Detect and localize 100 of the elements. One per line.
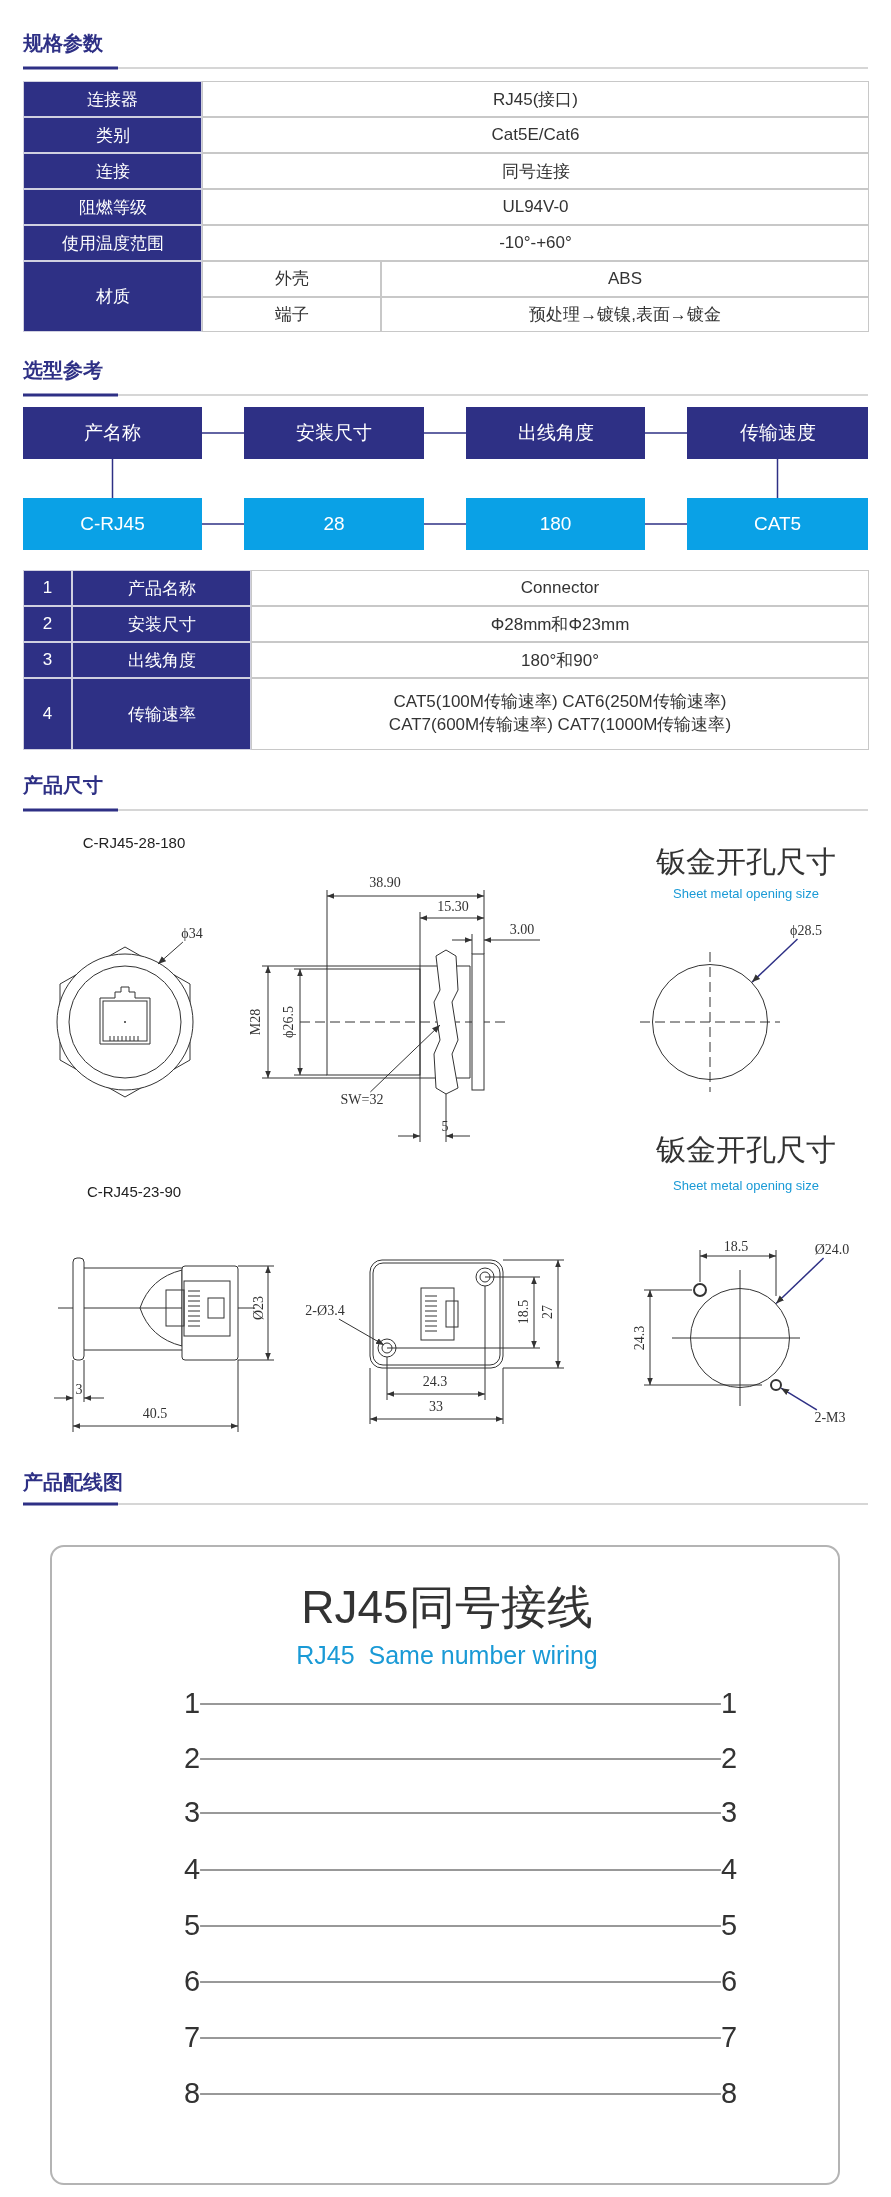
- dimension-text: 3: [75, 1381, 83, 1399]
- panel-subtitle: RJ45 Same number wiring: [296, 1640, 598, 1670]
- pin-number: 1: [183, 1687, 201, 1721]
- header-cell: 产品名称: [72, 570, 251, 606]
- pin-number: 8: [720, 2077, 738, 2111]
- leader-line: [369, 1024, 441, 1093]
- pin-number: 7: [720, 2021, 738, 2055]
- dimension-text: Ø23: [250, 1295, 267, 1321]
- table-cell: Cat5E/Cat6: [202, 117, 869, 153]
- table-cell: 端子: [202, 296, 381, 332]
- table-cell: ABS: [381, 261, 869, 297]
- pin-number: 4: [720, 1853, 738, 1887]
- code-box: C-RJ45: [23, 498, 202, 550]
- dimension-text: 24.3: [631, 1325, 648, 1351]
- connector-line: [776, 458, 779, 499]
- dimension-text: SW=32: [340, 1091, 384, 1109]
- category-box: 出线角度: [466, 407, 645, 459]
- pin-number: 7: [183, 2021, 201, 2055]
- pin-number: 2: [183, 1742, 201, 1776]
- leader-line: [157, 941, 184, 965]
- drawing-subtitle: Sheet metal opening size: [673, 886, 819, 902]
- dimension-text: 2-Ø3.4: [305, 1302, 345, 1320]
- section-heading: 选型参考: [23, 358, 103, 382]
- wire-line: [199, 2093, 722, 2095]
- wire-line: [199, 1869, 722, 1871]
- header-cell: 阻燃等级: [23, 189, 202, 225]
- table-cell: 外壳: [202, 261, 381, 297]
- header-cell: 类别: [23, 117, 202, 153]
- section-heading: 产品尺寸: [23, 773, 103, 797]
- category-box: 传输速度: [687, 407, 868, 459]
- dimension-text: 15.30: [437, 898, 469, 916]
- dimension-text: 33: [429, 1398, 443, 1416]
- wire-line: [199, 2037, 722, 2039]
- pin-number: 3: [183, 1796, 201, 1830]
- dimension-text: 27: [539, 1305, 556, 1319]
- wire-line: [199, 1925, 722, 1927]
- header-cell: 3: [23, 642, 72, 678]
- pin-number: 1: [720, 1687, 738, 1721]
- header-cell: 1: [23, 570, 72, 606]
- dimension-text: 5: [441, 1118, 449, 1136]
- pin-number: 4: [183, 1853, 201, 1887]
- table-cell: UL94V-0: [202, 189, 869, 225]
- pin-number: 6: [720, 1965, 738, 1999]
- dimension-text: 38.90: [369, 874, 401, 892]
- pin-number: 3: [720, 1796, 738, 1830]
- wire-line: [199, 1758, 722, 1760]
- wiring-panel: [50, 1545, 840, 2185]
- pin-number: 5: [720, 1909, 738, 1943]
- dimension-text: 18.5: [515, 1299, 532, 1325]
- pin-number: 5: [183, 1909, 201, 1943]
- connector-line: [423, 432, 467, 434]
- wire-line: [199, 1812, 722, 1814]
- code-box: 180: [466, 498, 645, 550]
- dimension-text: ϕ26.5: [280, 1006, 297, 1038]
- header-cell: 安装尺寸: [72, 606, 251, 642]
- connector-line: [423, 523, 467, 525]
- table-cell: -10°-+60°: [202, 225, 869, 261]
- connector-line: [644, 432, 688, 434]
- wire-line: [199, 1981, 722, 1983]
- dimension-text: 3.00: [509, 921, 535, 939]
- category-box: 安装尺寸: [244, 407, 424, 459]
- drawing-title: 钣金开孔尺寸: [656, 844, 836, 880]
- section-heading: 产品配线图: [23, 1470, 123, 1494]
- table-cell: 预处理→镀镍,表面→镀金: [381, 296, 869, 332]
- table-cell: CAT5(100M传输速率) CAT6(250M传输速率) CAT7(600M传输速率) CAT7(1000M传输速率): [251, 678, 869, 750]
- dimension-text: 18.5: [723, 1238, 749, 1256]
- connector-line: [644, 523, 688, 525]
- pin-number: 6: [183, 1965, 201, 1999]
- connector-line: [111, 458, 114, 499]
- drawing-title: 钣金开孔尺寸: [656, 1132, 836, 1168]
- connector-line: [201, 432, 245, 434]
- table-cell: 同号连接: [202, 153, 869, 189]
- mounting-hole: [770, 1379, 782, 1391]
- drawing-subtitle: Sheet metal opening size: [673, 1178, 819, 1194]
- pin-number: 8: [183, 2077, 201, 2111]
- section-heading: 规格参数: [23, 31, 103, 55]
- dimension-text: Ø24.0: [814, 1241, 850, 1259]
- header-cell: 2: [23, 606, 72, 642]
- table-cell: RJ45(接口): [202, 81, 869, 117]
- table-cell: Connector: [251, 570, 869, 606]
- table-cell: Φ28mm和Φ23mm: [251, 606, 869, 642]
- dimension-text: 2-M3: [814, 1409, 846, 1427]
- code-box: CAT5: [687, 498, 868, 550]
- connector-line: [780, 1387, 818, 1411]
- model-label: C-RJ45-23-90: [86, 1183, 182, 1201]
- category-box: 产名称: [23, 407, 202, 459]
- header-cell: 连接器: [23, 81, 202, 117]
- header-cell: 连接: [23, 153, 202, 189]
- panel-title: RJ45同号接线: [301, 1580, 593, 1634]
- connector-line: [751, 938, 799, 983]
- dimension-text: M28: [247, 1008, 264, 1036]
- connector-line: [775, 1257, 825, 1305]
- header-cell: 传输速率: [72, 678, 251, 750]
- dimension-text: ϕ28.5: [790, 922, 822, 940]
- table-cell: 180°和90°: [251, 642, 869, 678]
- header-cell: 材质: [23, 261, 202, 332]
- dimension-text: 40.5: [142, 1405, 168, 1423]
- header-cell: 出线角度: [72, 642, 251, 678]
- leader-line: [338, 1318, 385, 1346]
- connector-line: [201, 523, 245, 525]
